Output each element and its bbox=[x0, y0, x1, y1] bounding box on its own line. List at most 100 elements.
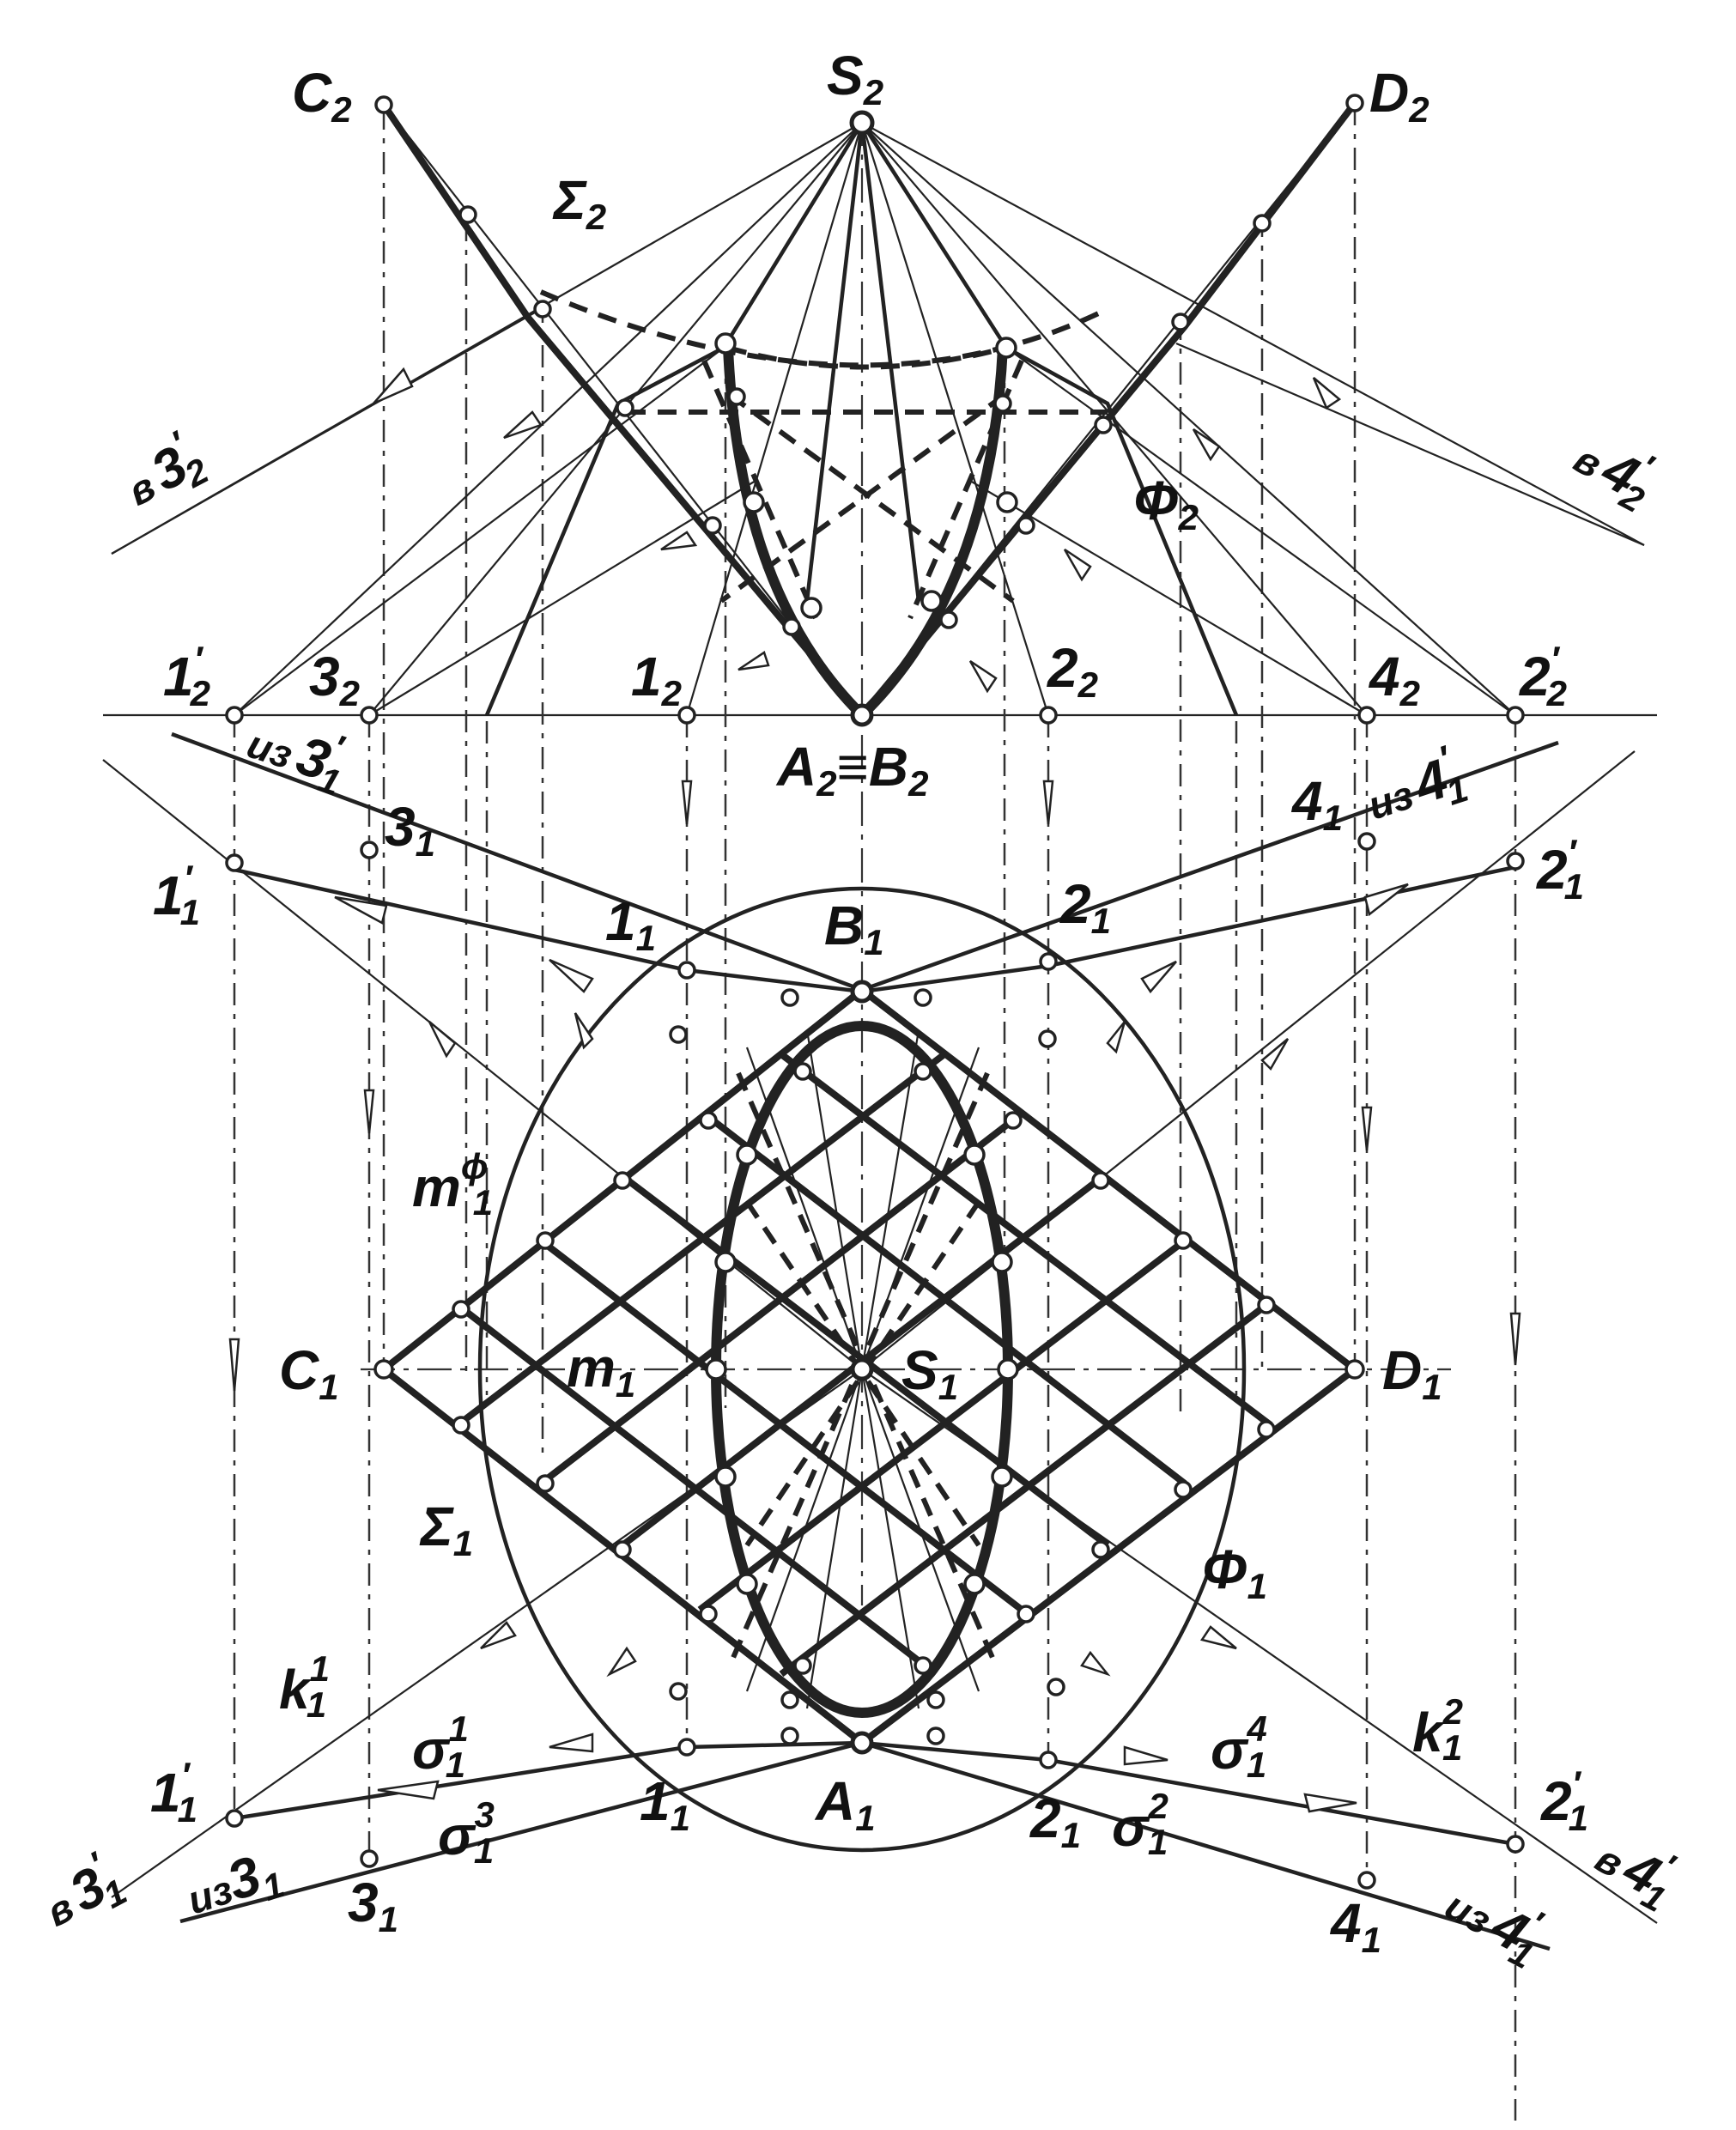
point-2p2 bbox=[1506, 706, 1525, 725]
label-c2: C2 bbox=[292, 62, 352, 130]
line-iz3p1 bbox=[171, 731, 863, 992]
point-m1-left bbox=[705, 1358, 727, 1381]
arrow-t8 bbox=[1106, 1021, 1126, 1054]
point-41-top bbox=[1357, 832, 1376, 851]
arrow-down-1 bbox=[681, 780, 693, 825]
point-21-bot bbox=[1039, 1751, 1058, 1769]
curve-m2-right bbox=[858, 347, 1008, 719]
point-f-p bbox=[920, 590, 943, 612]
label-12: 12 bbox=[631, 646, 682, 713]
point-t-z bbox=[1091, 1540, 1110, 1559]
top-view bbox=[102, 731, 1658, 1951]
label-v3p2: в3′2 bbox=[111, 420, 215, 522]
label-2p1-bot: 2′1 bbox=[1540, 1763, 1588, 1838]
label-d2: D2 bbox=[1369, 62, 1429, 130]
line-v3p1 bbox=[111, 1368, 863, 1898]
point-t-f bbox=[914, 1062, 932, 1081]
point-t-b bbox=[914, 988, 932, 1007]
point-c1 bbox=[373, 1359, 394, 1380]
point-d1 bbox=[1344, 1359, 1365, 1380]
arrow-down-2 bbox=[1042, 780, 1054, 825]
label-1p1-bot: 1′1 bbox=[150, 1755, 197, 1830]
arrow-f6 bbox=[1192, 428, 1221, 462]
label-32: 32 bbox=[309, 646, 360, 713]
line-42 bbox=[969, 480, 1368, 716]
label-v4p1: в4′1 bbox=[1584, 1817, 1688, 1920]
point-f-f bbox=[995, 337, 1017, 359]
point-t-g bbox=[699, 1111, 718, 1130]
point-1p2 bbox=[225, 706, 244, 725]
point-t-u bbox=[536, 1474, 555, 1493]
point-m1-right bbox=[997, 1358, 1019, 1381]
point-t-q bbox=[452, 1300, 470, 1319]
label-iz4p1-bot: из4′1 bbox=[1434, 1865, 1556, 1977]
point-t-s bbox=[452, 1416, 470, 1435]
grid-b1 bbox=[779, 1302, 1269, 1678]
arrow-t5 bbox=[428, 1021, 457, 1059]
label-v4p2: в4′2 bbox=[1563, 418, 1666, 520]
line-v4p1 bbox=[861, 1368, 1658, 1924]
phi2-right bbox=[1005, 346, 1239, 716]
label-b1: B1 bbox=[824, 895, 884, 962]
label-41-top: 41 bbox=[1290, 770, 1343, 838]
label-iz4p1: из4′1 bbox=[1357, 736, 1473, 837]
ray-s2-v4 bbox=[861, 122, 1645, 546]
edge-s2-a bbox=[722, 121, 864, 349]
line-iz4p1-bot bbox=[861, 1740, 1551, 1951]
point-s1 bbox=[850, 1357, 874, 1381]
line-top-right bbox=[861, 750, 1636, 1370]
edge-s2-c bbox=[804, 122, 865, 602]
arrow-b6 bbox=[606, 1646, 637, 1678]
point-f-a bbox=[458, 205, 477, 224]
point-41-bot bbox=[1357, 1871, 1376, 1890]
point-t-aj bbox=[926, 1690, 945, 1709]
point-11-top bbox=[677, 961, 696, 980]
point-2p1-top bbox=[1506, 852, 1525, 871]
point-f-m bbox=[703, 516, 722, 535]
point-t-aa bbox=[736, 1573, 758, 1595]
line-2p2 bbox=[1005, 347, 1516, 716]
point-t-c bbox=[669, 1025, 688, 1044]
arrow-f1 bbox=[373, 367, 414, 405]
radial-8 bbox=[860, 1368, 920, 1709]
point-t-n bbox=[1174, 1231, 1193, 1250]
arrow-f3 bbox=[660, 531, 698, 551]
line-iz4p1 bbox=[861, 740, 1559, 992]
label-c1: C1 bbox=[279, 1339, 339, 1407]
point-f-b bbox=[1253, 214, 1272, 233]
arrow-down-4 bbox=[1361, 1106, 1373, 1151]
label-22: 22 bbox=[1047, 637, 1098, 705]
label-a1: A1 bbox=[814, 1770, 876, 1838]
dashed-top-3 bbox=[744, 1200, 981, 1547]
label-1p2: 1′2 bbox=[163, 639, 210, 713]
label-a2b2: A2≡B2 bbox=[775, 736, 929, 804]
label-s1: S1 bbox=[901, 1339, 958, 1407]
point-t-o bbox=[714, 1251, 737, 1273]
point-1p1-bot bbox=[225, 1809, 244, 1828]
point-f-k bbox=[743, 491, 765, 513]
arrow-b3 bbox=[1303, 1793, 1357, 1813]
point-f-j bbox=[1094, 416, 1113, 434]
point-42 bbox=[1357, 706, 1376, 725]
arrow-f2 bbox=[503, 410, 543, 440]
grid-b4 bbox=[538, 1110, 1024, 1487]
arrow-t7 bbox=[1260, 1038, 1290, 1071]
label-phi2: Φ2 bbox=[1133, 470, 1199, 537]
label-2p2: 2′2 bbox=[1519, 639, 1567, 713]
line-v42 bbox=[1175, 342, 1645, 547]
arrow-b4 bbox=[1123, 1745, 1168, 1766]
point-f-h bbox=[993, 394, 1012, 413]
ray-s2-2p bbox=[861, 122, 1516, 716]
point-t-ag bbox=[669, 1682, 688, 1701]
line-v32 bbox=[111, 308, 542, 555]
point-t-ai bbox=[780, 1690, 799, 1709]
point-d2 bbox=[1345, 94, 1364, 112]
point-t-x bbox=[991, 1466, 1013, 1488]
